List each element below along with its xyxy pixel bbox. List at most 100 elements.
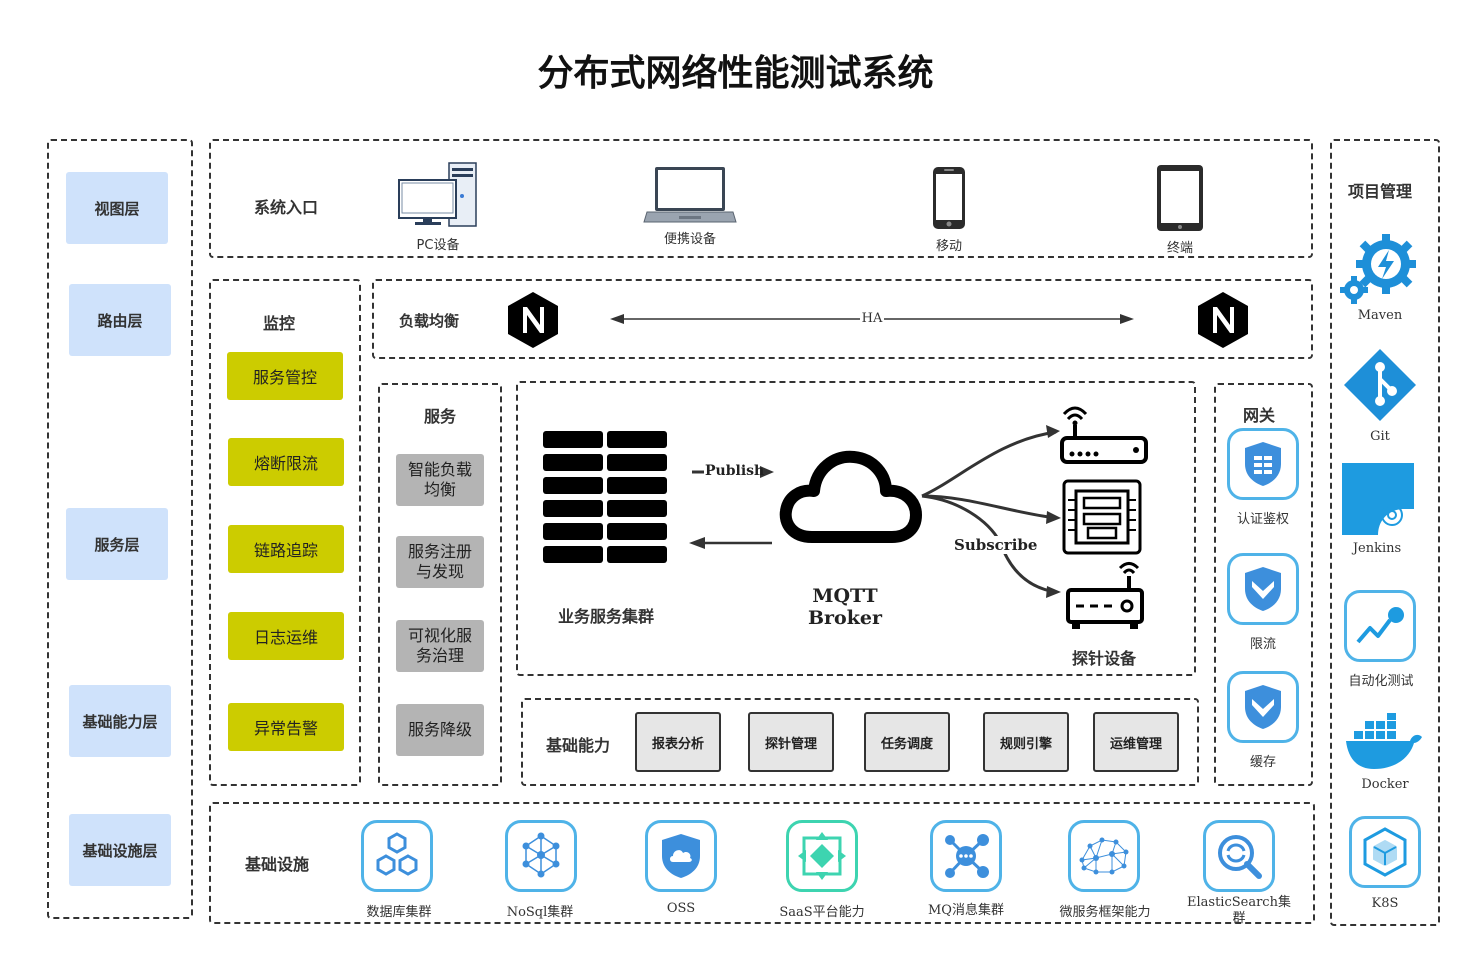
- infra-item-db: 数据库集群: [366, 905, 432, 920]
- monitor-item-logging: 日志运维: [228, 612, 344, 660]
- ha-label: HA: [861, 311, 883, 326]
- monitor-section: [209, 279, 361, 786]
- service-item-degrade: 服务降级: [396, 704, 484, 756]
- oss-tile: [645, 820, 717, 892]
- server-cluster-icon: [543, 431, 667, 563]
- service-item-governance-line1: 可视化服: [407, 626, 472, 645]
- layer-column: [47, 139, 193, 919]
- ratelimit-tile: [1227, 553, 1299, 625]
- service-item-smart-lb: 智能负载 均衡: [396, 454, 484, 506]
- git-icon: [1344, 349, 1416, 421]
- auth-shield-icon: [1245, 442, 1281, 486]
- cache-tile: [1227, 671, 1299, 743]
- project-item-docker: Docker: [1361, 777, 1409, 792]
- project-item-jenkins: Jenkins: [1352, 541, 1402, 556]
- infra-item-es-line1: ElasticSearch集: [1187, 895, 1291, 910]
- layer-infra: 基础设施层: [69, 814, 171, 886]
- lb-section: [372, 279, 1313, 359]
- capability-section: [521, 698, 1199, 786]
- capability-ops: 运维管理: [1093, 712, 1179, 772]
- layer-service: 服务层: [66, 508, 168, 580]
- hexagon-cluster-icon: [376, 832, 418, 876]
- project-item-k8s: K8S: [1371, 896, 1399, 911]
- device-label-terminal: 终端: [1166, 241, 1193, 256]
- tablet-icon: [1157, 165, 1203, 231]
- jenkins-icon: [1342, 463, 1414, 535]
- es-tile: [1203, 820, 1275, 892]
- capability-scheduling: 任务调度: [864, 712, 950, 772]
- autotest-tile: [1344, 590, 1416, 662]
- brain-network-icon: [1079, 837, 1129, 875]
- capability-rule-engine: 规则引擎: [983, 712, 1069, 772]
- service-item-governance-line2: 务治理: [415, 646, 464, 665]
- gateway-item-ratelimit: 限流: [1249, 637, 1276, 652]
- monitor-item-tracing: 链路追踪: [228, 525, 344, 573]
- infra-item-saas: SaaS平台能力: [779, 905, 865, 920]
- nosql-tile: [505, 820, 577, 892]
- docker-whale-icon: [1346, 713, 1422, 769]
- service-item-registry: 服务注册 与发现: [396, 536, 484, 588]
- infra-item-microservice: 微服务框架能力: [1059, 905, 1151, 920]
- service-item-registry-line2: 与发现: [415, 562, 464, 581]
- device-label-pc: PC设备: [416, 238, 460, 253]
- monitor-item-service-control: 服务管控: [227, 352, 343, 400]
- k8s-tile: [1349, 816, 1421, 888]
- ha-arrow: [610, 314, 1134, 324]
- broker-line1: MQTT: [812, 585, 878, 607]
- nginx-left-icon: [508, 292, 558, 348]
- ratelimit-shield-icon: [1245, 567, 1281, 611]
- entry-section: [209, 139, 1313, 258]
- saas-tile: [786, 820, 858, 892]
- project-label: 项目管理: [1348, 182, 1413, 201]
- infra-section: [209, 802, 1315, 924]
- gateway-device-icon: [1066, 562, 1144, 629]
- cluster-label: 业务服务集群: [558, 607, 655, 626]
- project-item-autotest: 自动化测试: [1348, 674, 1414, 689]
- capability-label: 基础能力: [546, 736, 611, 755]
- saas-platform-icon: [798, 832, 846, 880]
- gateway-item-auth: 认证鉴权: [1236, 512, 1289, 527]
- mq-message-icon: [945, 834, 989, 878]
- router-icon: [1060, 406, 1148, 464]
- service-item-governance: 可视化服 务治理: [396, 620, 484, 672]
- entry-label: 系统入口: [254, 198, 319, 217]
- maven-gear-icon: [1340, 234, 1416, 304]
- service-label: 服务: [424, 407, 457, 426]
- service-item-registry-line1: 服务注册: [407, 542, 472, 561]
- project-section: [1330, 139, 1440, 926]
- service-item-degrade-line1: 服务降级: [407, 720, 472, 739]
- chip-icon: [1062, 479, 1142, 555]
- broker-line2: Broker: [807, 607, 882, 629]
- service-section: [378, 383, 502, 786]
- infra-item-es-line2: 群: [1232, 911, 1246, 926]
- infra-item-oss: OSS: [666, 901, 696, 916]
- publish-arrows: [689, 466, 774, 549]
- nginx-right-icon: [1198, 292, 1248, 348]
- device-label-laptop: 便携设备: [663, 232, 716, 247]
- capability-report: 报表分析: [635, 712, 721, 772]
- infra-item-nosql: NoSql集群: [506, 905, 574, 920]
- project-item-git: Git: [1370, 429, 1390, 444]
- microservice-tile: [1068, 820, 1140, 892]
- monitor-item-circuit-break: 熔断限流: [228, 438, 344, 486]
- cache-shield-icon: [1245, 685, 1281, 729]
- mobile-icon: [933, 167, 965, 229]
- trend-chart-icon: [1356, 607, 1404, 644]
- infra-label: 基础设施: [245, 855, 310, 874]
- mqtt-section: [516, 381, 1196, 676]
- service-item-smart-lb-line1: 智能负载: [407, 460, 472, 479]
- probe-label: 探针设备: [1072, 649, 1137, 668]
- capability-probe-mgmt: 探针管理: [748, 712, 834, 772]
- page-title: 分布式网络性能测试系统: [537, 53, 934, 94]
- oss-cloud-shield-icon: [662, 834, 700, 878]
- mq-tile: [930, 820, 1002, 892]
- gateway-item-cache: 缓存: [1249, 755, 1276, 770]
- network-graph-icon: [522, 832, 560, 878]
- elasticsearch-icon: [1218, 835, 1262, 879]
- infra-item-mq: MQ消息集群: [928, 903, 1004, 918]
- layer-routing: 路由层: [69, 284, 171, 356]
- subscribe-label: Subscribe: [952, 536, 1040, 554]
- db-tile: [361, 820, 433, 892]
- layer-view: 视图层: [66, 172, 168, 244]
- publish-label: Publish: [705, 463, 765, 479]
